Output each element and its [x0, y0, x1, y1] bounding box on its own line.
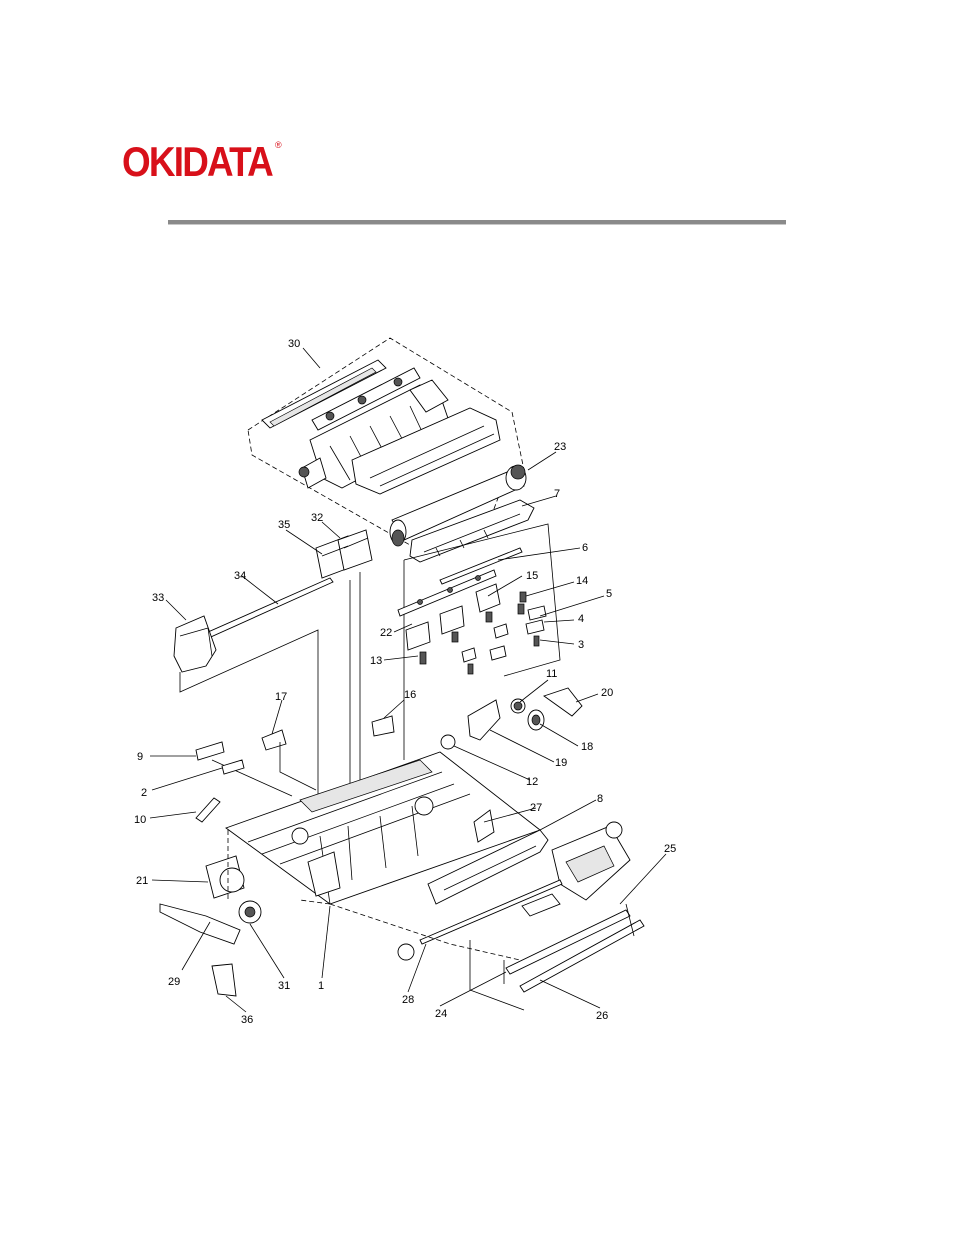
part-label-30: 30 [288, 338, 300, 350]
brackets-32-35 [316, 530, 372, 578]
part-label-11: 11 [546, 668, 557, 680]
part-label-10: 10 [134, 814, 146, 826]
part-label-17: 17 [275, 691, 287, 703]
part-label-9: 9 [137, 751, 143, 763]
part-label-2: 2 [141, 787, 147, 799]
part-label-12: 12 [526, 776, 538, 788]
part-label-13: 13 [370, 655, 382, 667]
part-label-5: 5 [606, 588, 612, 600]
shaft-34 [190, 578, 333, 645]
part-label-1: 1 [318, 980, 324, 992]
part-19 [468, 700, 500, 740]
rails-24-25-26 [470, 904, 644, 1010]
part-17 [262, 730, 286, 750]
part-label-14: 14 [576, 575, 588, 587]
part-16 [372, 716, 394, 736]
gears-11-20-18 [511, 688, 582, 730]
part-label-7: 7 [554, 488, 560, 500]
part-label-23: 23 [554, 441, 566, 453]
part-label-26: 26 [596, 1010, 608, 1022]
part-label-32: 32 [311, 512, 323, 524]
part-label-4: 4 [578, 613, 584, 625]
part-label-31: 31 [278, 980, 290, 992]
part-label-18: 18 [581, 741, 593, 753]
part-12 [441, 735, 455, 749]
part-label-29: 29 [168, 976, 180, 988]
part-label-33: 33 [152, 592, 164, 604]
part-label-8: 8 [597, 793, 603, 805]
part-label-20: 20 [601, 687, 613, 699]
assembly-30-parts [262, 360, 500, 494]
part-label-36: 36 [241, 1014, 253, 1026]
part-label-3: 3 [578, 639, 584, 651]
part-label-27: 27 [530, 802, 542, 814]
side-frame-33 [174, 616, 216, 672]
part-label-21: 21 [136, 875, 148, 887]
part-label-25: 25 [664, 843, 676, 855]
left-side-parts [160, 856, 261, 996]
part-label-16: 16 [404, 689, 416, 701]
part-label-35: 35 [278, 519, 290, 531]
part-label-28: 28 [402, 994, 414, 1006]
part-label-15: 15 [526, 570, 538, 582]
part-label-34: 34 [234, 570, 246, 582]
part-label-19: 19 [555, 757, 567, 769]
part-label-22: 22 [380, 627, 392, 639]
part-label-6: 6 [582, 542, 588, 554]
part-label-24: 24 [435, 1008, 447, 1020]
